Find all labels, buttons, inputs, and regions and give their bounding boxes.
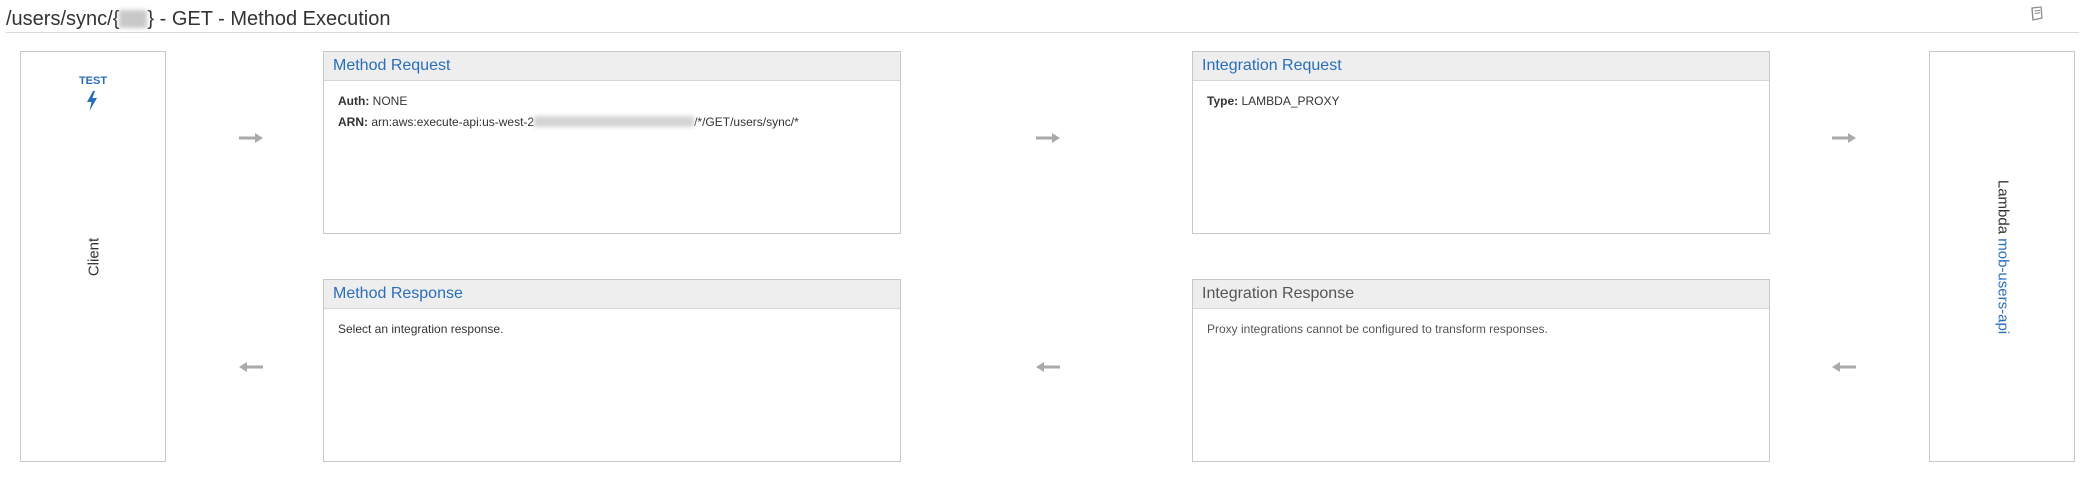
type-row: Type: LAMBDA_PROXY bbox=[1207, 91, 1755, 112]
lambda-panel: Lambda mob-users-api bbox=[1929, 51, 2075, 462]
integration-response-body: Proxy integrations cannot be configured … bbox=[1193, 309, 1769, 350]
arn-suffix: /*/GET/users/sync/* bbox=[694, 115, 799, 129]
arrow-left-icon bbox=[1832, 362, 1856, 372]
integration-request-box: Integration Request Type: LAMBDA_PROXY bbox=[1192, 51, 1770, 234]
method-response-box: Method Response Select an integration re… bbox=[323, 279, 901, 462]
page-header: /users/sync/{ } - GET - Method Execution bbox=[6, 6, 2079, 33]
test-button[interactable]: TEST bbox=[78, 75, 108, 87]
lambda-prefix: Lambda bbox=[1994, 179, 2012, 235]
auth-key: Auth: bbox=[338, 94, 370, 108]
arrow-right-icon bbox=[1832, 133, 1856, 143]
method-response-link[interactable]: Method Response bbox=[324, 280, 900, 309]
auth-value: NONE bbox=[372, 94, 408, 108]
arrow-left-icon bbox=[239, 362, 263, 372]
lightning-bolt-icon[interactable] bbox=[85, 90, 99, 112]
page-title: /users/sync/{ } - GET - Method Execution bbox=[6, 6, 390, 32]
arn-prefix: arn:aws:execute-api:us-west-2 bbox=[371, 115, 535, 129]
method-request-body: Auth: NONE ARN: arn:aws:execute-api:us-w… bbox=[324, 81, 900, 143]
integration-response-text: Proxy integrations cannot be configured … bbox=[1207, 322, 1548, 336]
type-key: Type: bbox=[1207, 94, 1239, 108]
type-value: LAMBDA_PROXY bbox=[1241, 94, 1340, 108]
lambda-function-link[interactable]: mob-users-api bbox=[1994, 238, 2012, 335]
redacted-path-param bbox=[119, 10, 148, 28]
client-panel: TEST Client bbox=[20, 51, 166, 462]
lambda-label: Lambda mob-users-api bbox=[1995, 180, 2012, 334]
method-response-text: Select an integration response. bbox=[338, 322, 504, 336]
integration-request-body: Type: LAMBDA_PROXY bbox=[1193, 81, 1769, 122]
integration-request-link[interactable]: Integration Request bbox=[1193, 52, 1769, 81]
method-response-body: Select an integration response. bbox=[324, 309, 900, 350]
arn-key: ARN: bbox=[338, 115, 368, 129]
title-suffix: } - GET - Method Execution bbox=[147, 8, 391, 30]
method-request-box: Method Request Auth: NONE ARN: arn:aws:e… bbox=[323, 51, 901, 234]
integration-response-title: Integration Response bbox=[1193, 280, 1769, 309]
method-request-link[interactable]: Method Request bbox=[324, 52, 900, 81]
auth-row: Auth: NONE bbox=[338, 91, 886, 112]
integration-response-box: Integration Response Proxy integrations … bbox=[1192, 279, 1770, 462]
client-label: Client bbox=[85, 237, 103, 277]
arrow-left-icon bbox=[1036, 362, 1060, 372]
redacted-account-id bbox=[534, 116, 695, 127]
arn-row: ARN: arn:aws:execute-api:us-west-2 /*/GET… bbox=[338, 112, 886, 133]
arrow-right-icon bbox=[1036, 133, 1060, 143]
title-prefix: /users/sync/{ bbox=[6, 8, 120, 30]
book-icon[interactable] bbox=[2029, 6, 2045, 22]
arrow-right-icon bbox=[239, 133, 263, 143]
